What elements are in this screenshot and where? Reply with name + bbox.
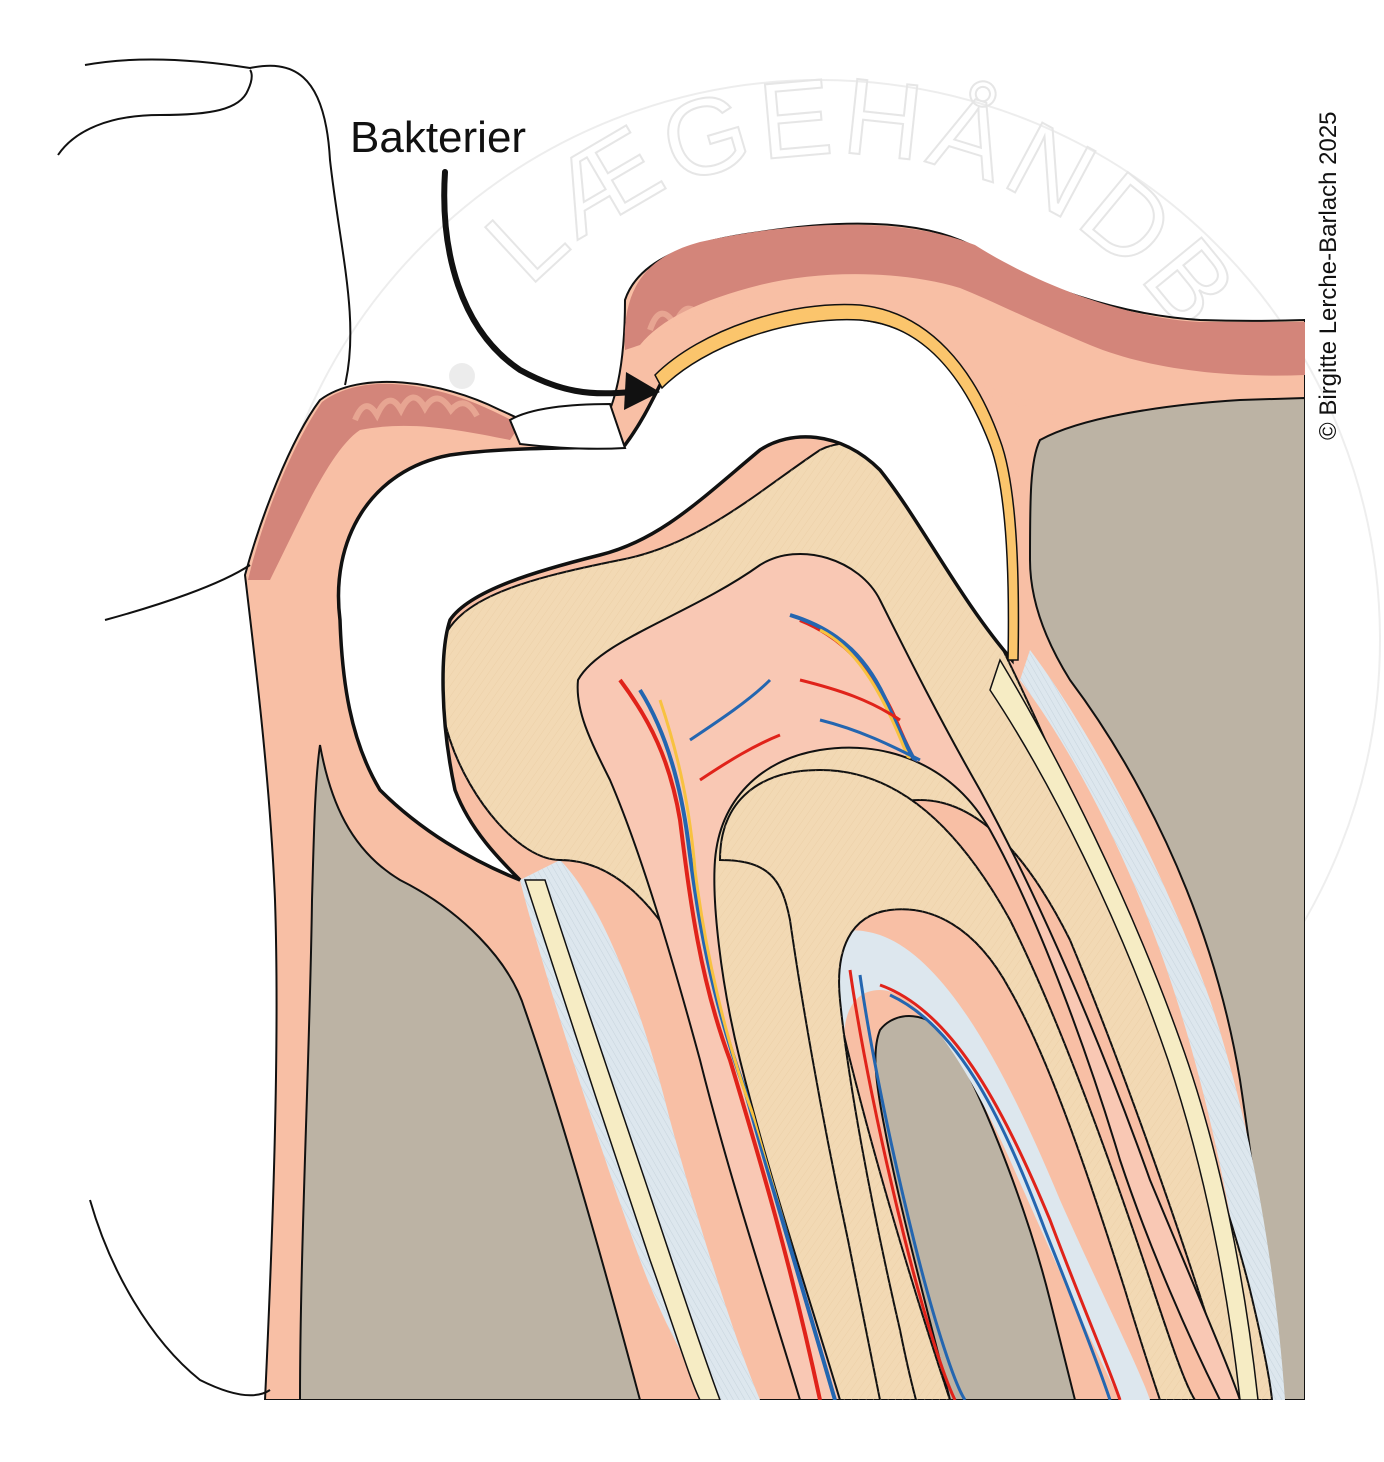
bacteria-label: Bakterier [350, 113, 526, 162]
gum-flap-surface [624, 224, 1305, 376]
copyright-text: © Birgitte Lerche-Barlach 2025 [1315, 111, 1342, 440]
tooth-crown-enamel [336, 316, 1015, 882]
jaw-bone-right [1028, 396, 1305, 1400]
inner-root-vessels [848, 969, 1122, 1400]
adjacent-tooth-outline [84, 58, 352, 386]
gum-surface [248, 383, 520, 580]
food-debris [508, 402, 627, 450]
root-cementum-right [989, 658, 1259, 1400]
pulp-chamber [576, 552, 1242, 1400]
jaw-bone-left [298, 744, 642, 1400]
root-cementum-left [523, 879, 721, 1400]
bacteria-arrow [441, 169, 660, 410]
plaque-layer [654, 303, 1020, 661]
